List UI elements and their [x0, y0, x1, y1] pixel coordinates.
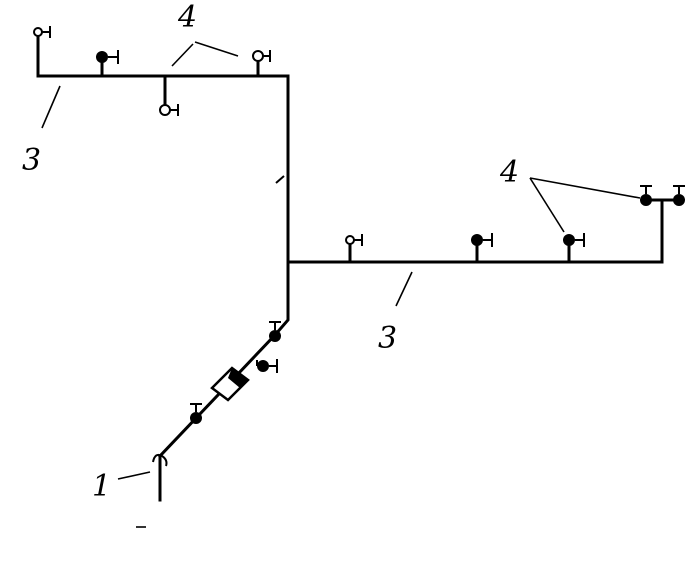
valve-filled-icon [471, 233, 493, 264]
leader-lines [41, 41, 641, 528]
pipe-network [36, 32, 664, 502]
inlet-hook-icon [152, 453, 168, 467]
valve-open-icon [33, 26, 51, 38]
main-riser-pipe [272, 74, 290, 338]
taps-label-top: 4 [177, 0, 197, 35]
taps-label-right: 4 [499, 155, 519, 190]
water-meter-icon [210, 366, 250, 402]
inlet-label: 1 [92, 469, 111, 504]
right-branch-pipe [286, 198, 664, 264]
diagonal-supply-pipe [157, 332, 278, 459]
branch-label-top: 3 [22, 143, 41, 178]
valve-open-icon [159, 74, 179, 116]
valve-filled-icon [96, 50, 119, 78]
valve-open-icon [345, 234, 363, 264]
valve-filled-icon [563, 233, 585, 264]
valve-filled-icon [673, 185, 685, 206]
riser-tick [275, 175, 285, 184]
valve-open-icon [252, 50, 271, 78]
valve-filled-icon [256, 359, 278, 373]
branch-label-right: 3 [378, 321, 397, 356]
valve-filled-icon [269, 321, 281, 342]
valve-filled-icon [190, 403, 202, 424]
